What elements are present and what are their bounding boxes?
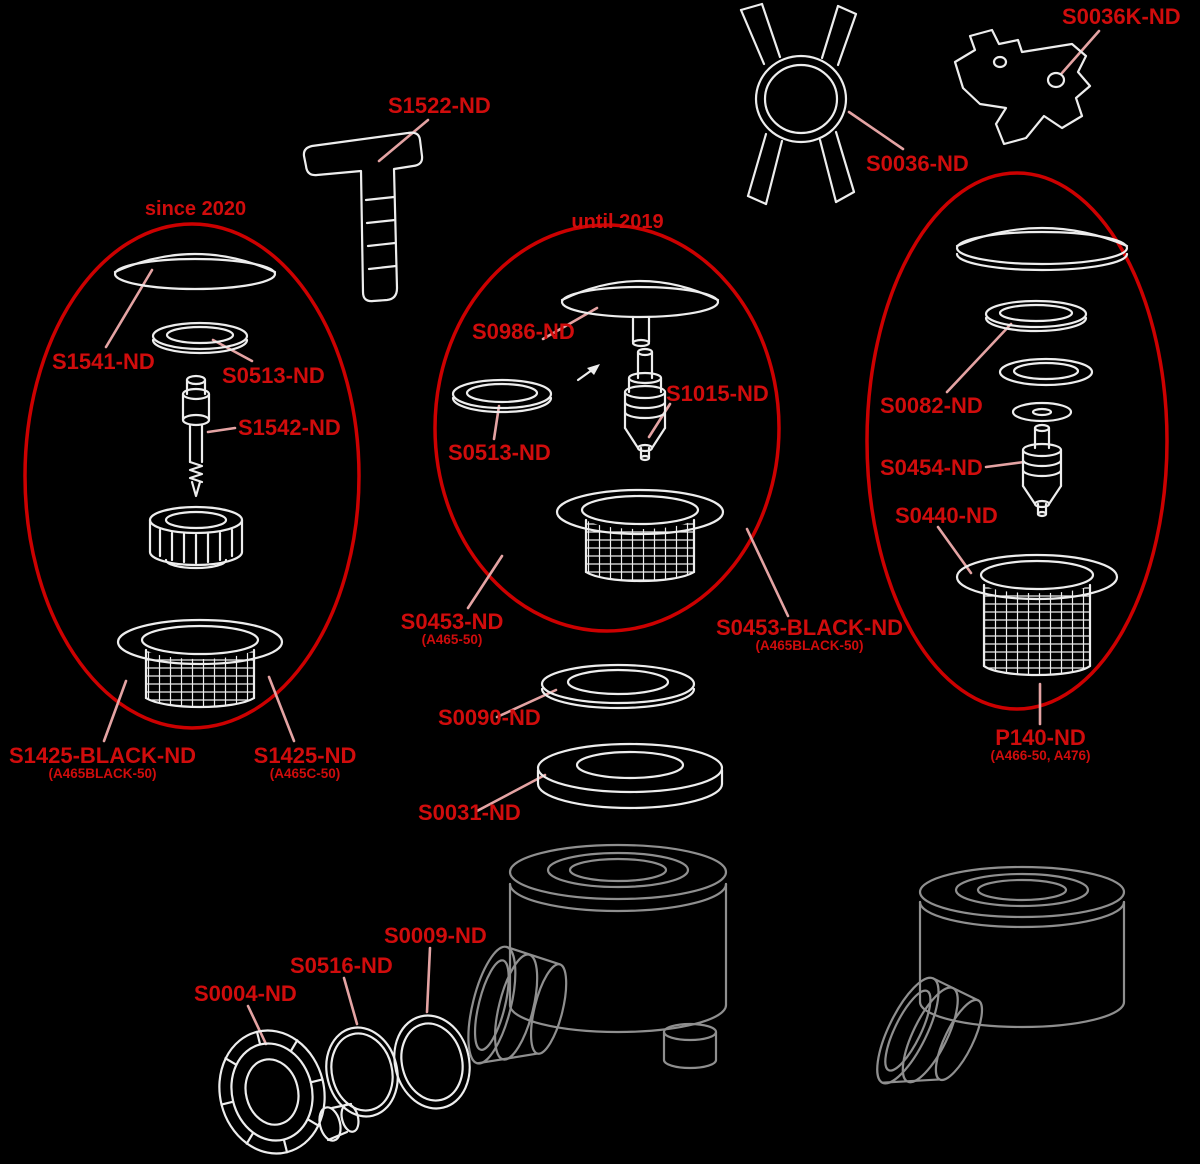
leader-s0454 (984, 460, 1026, 469)
leader-s1541 (104, 268, 154, 349)
part-code: (A465BLACK-50) (48, 766, 157, 782)
leader-s0036 (847, 110, 905, 151)
label-p140: P140-ND (A466-50, A476) (958, 726, 1123, 763)
leader-s0453 (466, 554, 504, 610)
part-plunger-s1542 (181, 374, 211, 498)
label-s0453-black: S0453-BLACK-ND (A465BLACK-50) (702, 616, 917, 653)
leader-s0004 (246, 1004, 268, 1046)
drain-outlet-middle (467, 945, 568, 1065)
part-dome-cap-s1541 (113, 252, 277, 291)
caption-until-2019: until 2019 (571, 211, 664, 233)
label-s0082: S0082-ND (880, 393, 983, 418)
group-ellipse-right (865, 171, 1169, 711)
leader-s1542 (206, 426, 237, 434)
part-seal-ring-s0513-mid (451, 378, 553, 414)
leader-s0009 (425, 946, 432, 1014)
leader-s1425-black (102, 679, 128, 743)
part-code: (A466-50, A476) (990, 748, 1091, 764)
part-lock-nut-left (148, 505, 244, 570)
part-strainer-s0453 (555, 488, 725, 583)
leader-s0453-black (745, 527, 790, 618)
part-strainer-s1425 (116, 618, 284, 709)
leader-s0082 (945, 322, 1013, 394)
part-dome-cap-right (955, 226, 1129, 272)
part-drain-body-right (876, 865, 1126, 1085)
label-s1015: S1015-ND (666, 381, 769, 406)
label-s0453: S0453-ND (A465-50) (382, 610, 522, 647)
part-number: P140-ND (995, 725, 1086, 750)
leader-s1425 (267, 675, 296, 743)
part-drain-body-middle (467, 843, 728, 1070)
label-s1425-black: S1425-BLACK-ND (A465BLACK-50) (0, 744, 205, 781)
label-s0986: S0986-ND (472, 319, 575, 344)
leader-s0440 (936, 525, 973, 575)
label-s0440: S0440-ND (895, 503, 998, 528)
part-cartridge-s1015 (623, 347, 667, 462)
part-code: (A465-50) (421, 632, 483, 648)
label-s1522: S1522-ND (388, 93, 491, 118)
label-s0454: S0454-ND (880, 455, 983, 480)
part-ring-stack-s0082 (984, 299, 1094, 423)
label-s0036: S0036-ND (866, 151, 969, 176)
part-oring-s0009 (393, 1014, 471, 1110)
label-s0004: S0004-ND (194, 981, 297, 1006)
label-s0036k: S0036K-ND (1062, 4, 1181, 29)
group-ellipse-since-2020 (23, 222, 361, 730)
part-cross-wrench-s0036 (739, 2, 858, 206)
part-dome-cap-s0986 (560, 280, 720, 382)
part-number: S0453-ND (400, 609, 504, 634)
label-s0009: S0009-ND (384, 923, 487, 948)
part-wrench-tool-s1522 (302, 131, 424, 303)
label-s0090: S0090-ND (438, 705, 541, 730)
part-code: (A465C-50) (269, 766, 341, 782)
part-number: S0453-BLACK-ND (715, 615, 904, 640)
part-gasket-s0031 (536, 742, 724, 810)
part-gasket-s0090 (540, 663, 696, 710)
leader-s1522 (377, 118, 430, 163)
part-flat-key-s0036k (953, 28, 1092, 146)
label-s0513-mid: S0513-ND (448, 440, 551, 465)
part-number: S1425-ND (253, 743, 357, 768)
label-s1425: S1425-ND (A465C-50) (230, 744, 380, 781)
caption-since-2020: since 2020 (144, 198, 247, 220)
leader-s0031 (475, 773, 547, 813)
group-ellipse-until-2019 (433, 223, 781, 633)
part-number: S1425-BLACK-ND (8, 743, 197, 768)
label-s1541: S1541-ND (52, 349, 155, 374)
part-strainer-s0440 (955, 553, 1119, 677)
label-s1542: S1542-ND (238, 415, 341, 440)
drain-outlet-right (876, 976, 984, 1085)
label-s0516: S0516-ND (290, 953, 393, 978)
part-union-nut-s0004 (218, 1029, 360, 1155)
label-s0513-left: S0513-ND (222, 363, 325, 388)
leader-s0516 (342, 976, 359, 1026)
part-code: (A465BLACK-50) (755, 638, 864, 654)
leader-s1015 (647, 402, 672, 439)
part-seal-ring-s0513-left (151, 321, 249, 355)
part-cartridge-s0454 (1021, 423, 1063, 518)
part-oring-s0516 (325, 1026, 399, 1118)
label-s0031: S0031-ND (418, 800, 521, 825)
